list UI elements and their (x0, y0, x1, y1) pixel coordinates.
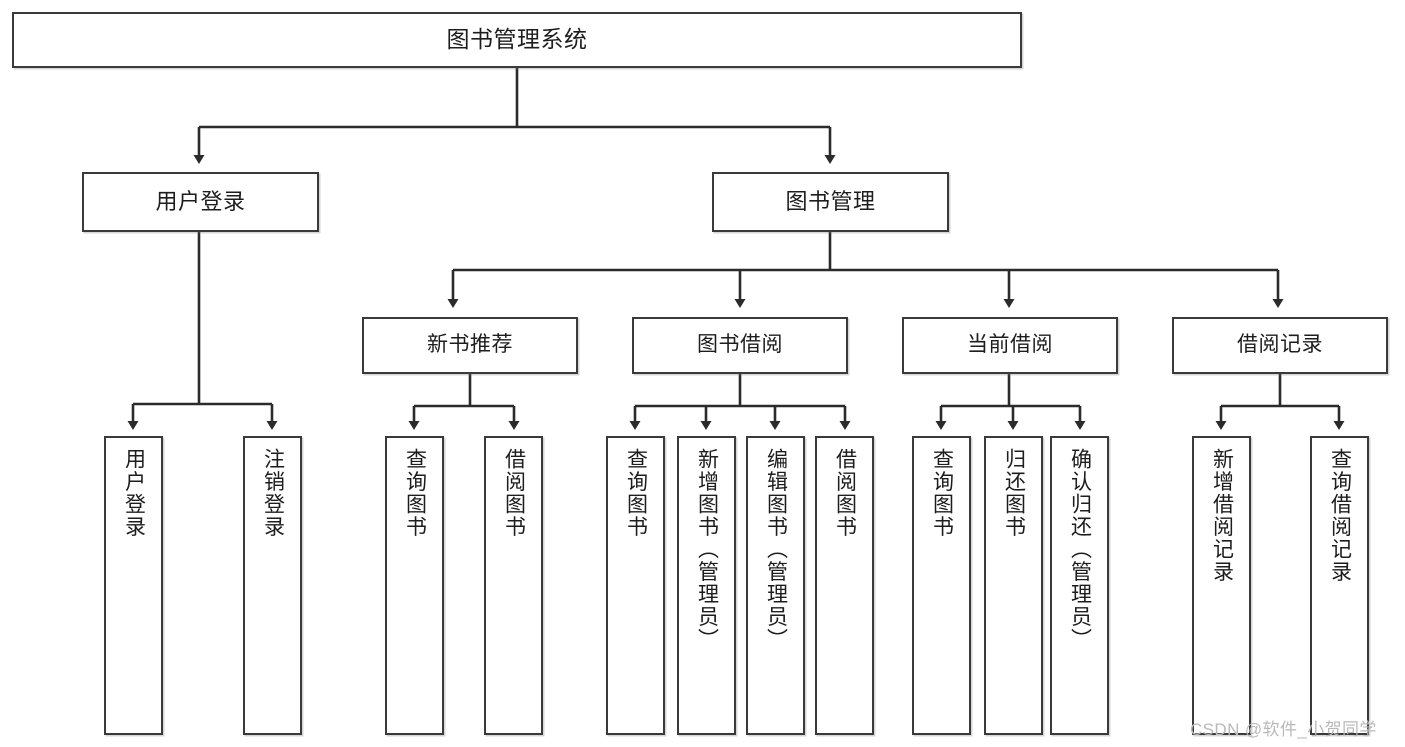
leaf-return-books-label: 归还图书 (1002, 448, 1026, 538)
leaf-borrow-books-recommend-label: 借阅图书 (502, 448, 526, 538)
leaf-add-book-admin-label: 新增图书（管理员） (695, 448, 719, 651)
leaf-borrow-books[interactable]: 借阅图书 (815, 436, 874, 735)
leaf-query-books-recommend-label: 查询图书 (403, 448, 427, 538)
leaf-query-books-borrow[interactable]: 查询图书 (606, 436, 665, 735)
leaf-confirm-return-admin[interactable]: 确认归还（管理员） (1050, 436, 1109, 735)
leaf-add-book-admin[interactable]: 新增图书（管理员） (677, 436, 736, 735)
leaf-edit-book-admin-label: 编辑图书（管理员） (764, 448, 788, 651)
node-user-login[interactable]: 用户登录 (82, 172, 319, 232)
leaf-user-login[interactable]: 用户登录 (104, 436, 163, 735)
leaf-query-books-current[interactable]: 查询图书 (912, 436, 971, 735)
leaf-add-borrow-record[interactable]: 新增借阅记录 (1192, 436, 1251, 735)
node-book-management[interactable]: 图书管理 (712, 172, 949, 232)
leaf-add-borrow-record-label: 新增借阅记录 (1210, 448, 1234, 583)
leaf-edit-book-admin[interactable]: 编辑图书（管理员） (746, 436, 805, 735)
node-borrow-records-label: 借阅记录 (1237, 333, 1323, 357)
leaf-borrow-books-label: 借阅图书 (833, 448, 857, 538)
leaf-return-books[interactable]: 归还图书 (984, 436, 1043, 735)
leaf-user-login-label: 用户登录 (122, 448, 146, 538)
node-user-login-label: 用户登录 (155, 189, 246, 215)
leaf-confirm-return-admin-label: 确认归还（管理员） (1068, 448, 1092, 651)
node-new-book-recommend[interactable]: 新书推荐 (362, 317, 578, 374)
node-book-borrow[interactable]: 图书借阅 (632, 317, 848, 374)
csdn-watermark: CSDN @软件_小贺同学 (1190, 720, 1377, 739)
leaf-logout[interactable]: 注销登录 (243, 436, 302, 735)
node-root-label: 图书管理系统 (446, 26, 588, 53)
node-root[interactable]: 图书管理系统 (12, 12, 1022, 68)
node-current-borrow[interactable]: 当前借阅 (902, 317, 1118, 374)
leaf-logout-label: 注销登录 (261, 448, 285, 538)
node-book-management-label: 图书管理 (785, 189, 876, 215)
node-borrow-records[interactable]: 借阅记录 (1172, 317, 1388, 374)
leaf-query-books-borrow-label: 查询图书 (624, 448, 648, 538)
leaf-borrow-books-recommend[interactable]: 借阅图书 (484, 436, 543, 735)
node-current-borrow-label: 当前借阅 (967, 333, 1053, 357)
leaf-query-borrow-record-label: 查询借阅记录 (1328, 448, 1352, 583)
leaf-query-borrow-record[interactable]: 查询借阅记录 (1310, 436, 1369, 735)
leaf-query-books-recommend[interactable]: 查询图书 (385, 436, 444, 735)
leaf-query-books-current-label: 查询图书 (930, 448, 954, 538)
node-new-book-recommend-label: 新书推荐 (427, 333, 513, 357)
node-book-borrow-label: 图书借阅 (697, 333, 783, 357)
